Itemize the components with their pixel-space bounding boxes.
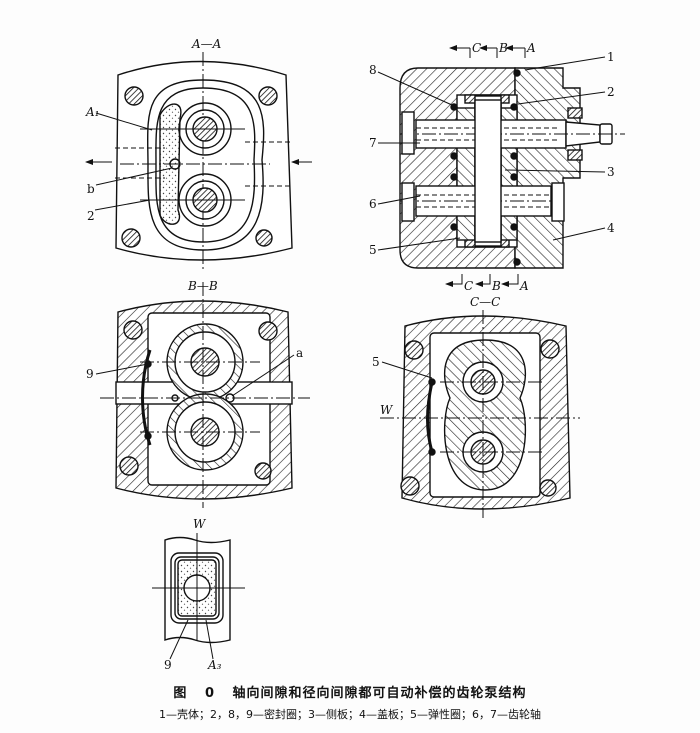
bolt-holes — [119, 320, 278, 480]
label-7: 7 — [369, 136, 377, 150]
label-8: 8 — [369, 63, 377, 77]
figure-caption: 图 0 轴向间隙和径向间隙都可自动补偿的齿轮泵结构 — [0, 682, 700, 701]
section-bottom-a: A — [519, 279, 529, 293]
view-c-c: C—C 5 W — [372, 295, 580, 518]
section-bottom-b: B — [491, 279, 501, 293]
label-5-cc: 5 — [372, 355, 380, 369]
label-9: 9 — [86, 367, 94, 381]
figure-title: 轴向间隙和径向间隙都可自动补偿的齿轮泵结构 — [232, 686, 527, 701]
figure-number: 0 — [204, 686, 216, 701]
view-c-c-title: C—C — [470, 295, 500, 309]
label-3: 3 — [607, 165, 615, 179]
bolt-holes — [121, 86, 278, 248]
view-w: W 9 A₃ — [152, 517, 245, 672]
label-a: a — [296, 346, 303, 360]
label-a1: A₁ — [85, 105, 99, 119]
view-w-title: W — [193, 517, 207, 531]
label-4: 4 — [607, 221, 615, 235]
label-2: 2 — [87, 209, 95, 223]
label-9-w: 9 — [164, 658, 172, 672]
figure-label: 图 — [173, 686, 188, 701]
label-b: b — [87, 182, 95, 196]
section-top-a: A — [526, 41, 536, 55]
label-1: 1 — [607, 50, 615, 64]
view-a-a-title: A—A — [191, 37, 222, 51]
section-top-b: B — [498, 41, 508, 55]
view-b-b-title: B—B — [187, 279, 218, 293]
figure-legend: 1—壳体；2，8，9—密封圈；3—侧板；4—盖板；5—弹性圈；6，7—齿轮轴 — [159, 708, 541, 721]
label-a3: A₃ — [207, 658, 222, 672]
label-2-long: 2 — [607, 85, 615, 99]
section-bottom-c: C — [464, 279, 473, 293]
bolt-holes — [400, 339, 560, 497]
label-6: 6 — [369, 197, 377, 211]
view-longitudinal: C B A — [369, 41, 625, 293]
view-b-b: B—B 9 a — [86, 279, 310, 508]
label-5: 5 — [369, 243, 377, 257]
section-top-c: C — [472, 41, 481, 55]
seal-rings — [450, 69, 583, 266]
label-w: W — [380, 403, 394, 417]
view-a-a: A—A A₁ b — [85, 37, 312, 272]
